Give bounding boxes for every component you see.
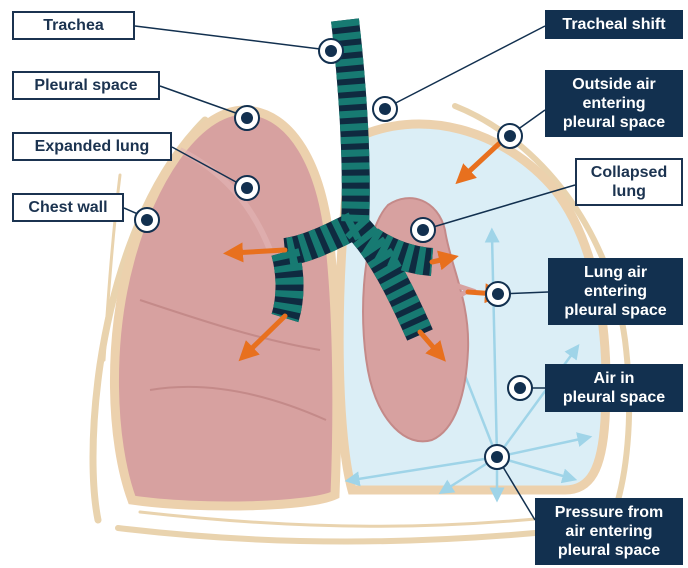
marker-outside-air [498, 124, 522, 148]
label-chest-wall: Chest wall [12, 193, 124, 222]
marker-pleural-space [235, 106, 259, 130]
expanded-lung [114, 110, 336, 506]
label-pleural-space: Pleural space [12, 71, 160, 100]
label-collapsed-lung: Collapsed lung [575, 158, 683, 206]
marker-collapsed-lung [411, 218, 435, 242]
marker-lung-air [486, 282, 510, 306]
label-expanded-lung: Expanded lung [12, 132, 172, 161]
marker-chest-wall [135, 208, 159, 232]
label-pressure: Pressure from air entering pleural space [535, 498, 683, 565]
marker-pressure [485, 445, 509, 469]
label-tracheal-shift: Tracheal shift [545, 10, 683, 39]
label-air-in-pleural: Air in pleural space [545, 364, 683, 412]
marker-expanded-lung [235, 176, 259, 200]
label-lung-air: Lung air entering pleural space [548, 258, 683, 325]
marker-tracheal-shift [373, 97, 397, 121]
marker-trachea [319, 39, 343, 63]
label-outside-air: Outside air entering pleural space [545, 70, 683, 137]
label-trachea: Trachea [12, 11, 135, 40]
marker-air-in-pleural [508, 376, 532, 400]
